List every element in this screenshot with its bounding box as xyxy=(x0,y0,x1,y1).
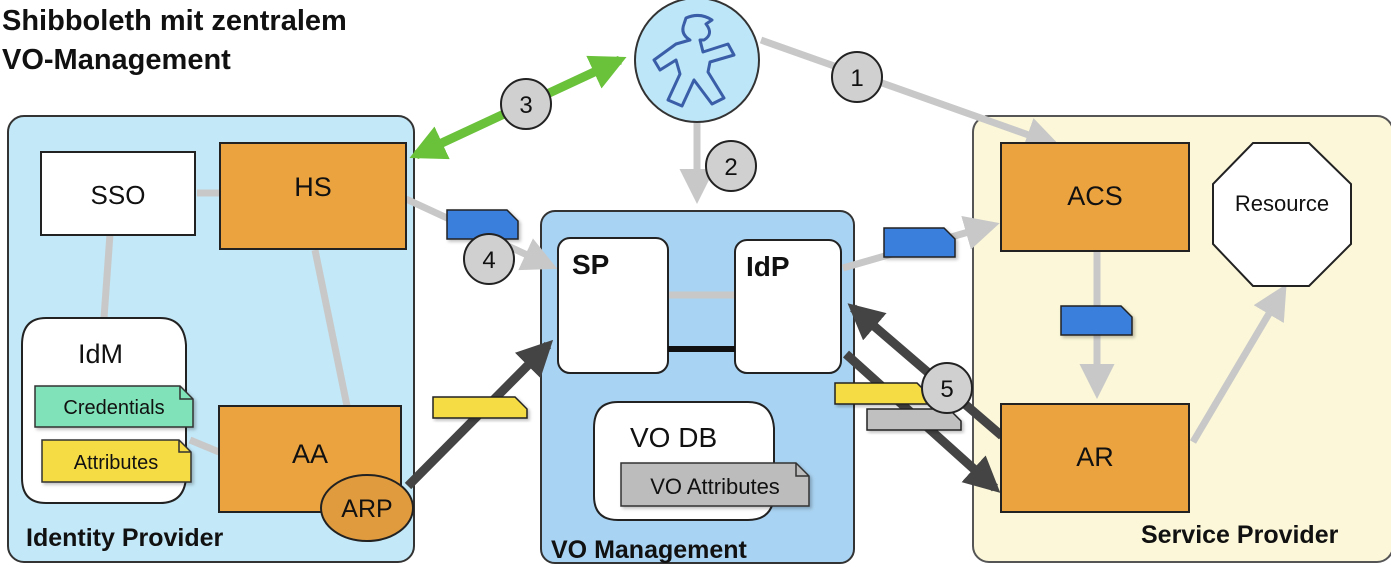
arrow-user-to-acs xyxy=(759,36,1061,152)
service-provider-label: Service Provider xyxy=(1141,521,1339,549)
credentials-document xyxy=(34,385,194,428)
ar-box xyxy=(1000,403,1190,513)
identity-provider-label: Identity Provider xyxy=(26,524,224,552)
credentials-label: Credentials xyxy=(63,397,164,419)
vo-attributes-label: VO Attributes xyxy=(650,474,780,499)
vo-management-label: VO Management xyxy=(551,536,748,564)
diagram-title-line1: Shibboleth mit zentralem xyxy=(2,5,347,37)
step-1-label: 1 xyxy=(850,65,863,92)
step-3-label: 3 xyxy=(519,92,532,119)
arp-ellipse xyxy=(320,474,414,542)
resource-label: Resource xyxy=(1235,191,1329,216)
acs-box xyxy=(1000,142,1190,252)
aa-label: AA xyxy=(292,439,328,469)
attributes-document xyxy=(41,439,192,483)
idm-label: IdM xyxy=(78,339,123,369)
sp-box xyxy=(557,237,669,374)
attributes-label: Attributes xyxy=(74,452,158,474)
step-badge-1: 1 xyxy=(831,51,883,103)
pedestrian-walking-icon xyxy=(652,13,736,108)
hs-box xyxy=(219,142,407,250)
step-4-label: 4 xyxy=(482,247,495,274)
step-2-label: 2 xyxy=(724,154,737,181)
message-document-yellow-aa-sp xyxy=(432,396,528,419)
step-badge-4: 4 xyxy=(463,233,515,285)
message-document-yellow-idp-ar xyxy=(834,382,930,405)
step-badge-3: 3 xyxy=(500,78,552,130)
sp-label: SP xyxy=(572,249,609,280)
arrow-ar-to-resource xyxy=(1189,283,1287,444)
vo-db-label: VO DB xyxy=(630,422,717,453)
message-document-blue-acs-ar xyxy=(1060,305,1133,336)
vo-attributes-document xyxy=(620,462,810,507)
user-node xyxy=(634,0,760,123)
connector-attributes-aa xyxy=(188,436,221,456)
acs-label: ACS xyxy=(1067,181,1123,211)
sso-label: SSO xyxy=(91,180,146,210)
aa-box xyxy=(218,405,402,513)
diagram-title-line2: VO-Management xyxy=(2,44,231,76)
step-5-label: 5 xyxy=(940,376,953,403)
connector-sso-idm xyxy=(100,233,114,319)
arp-label: ARP xyxy=(341,495,392,523)
gray-connectors xyxy=(100,189,735,456)
idp-box xyxy=(734,239,842,374)
step-badge-5: 5 xyxy=(921,362,973,414)
message-document-blue-hs-sp xyxy=(446,209,519,240)
hs-label: HS xyxy=(294,172,332,202)
ar-label: AR xyxy=(1076,442,1114,472)
sso-box xyxy=(40,151,196,236)
resource-octagon xyxy=(1212,142,1352,287)
idp-label: IdP xyxy=(746,251,790,282)
step-badge-2: 2 xyxy=(705,140,757,192)
message-document-blue-idp-acs xyxy=(883,227,956,258)
connector-hs-aa xyxy=(311,249,351,407)
